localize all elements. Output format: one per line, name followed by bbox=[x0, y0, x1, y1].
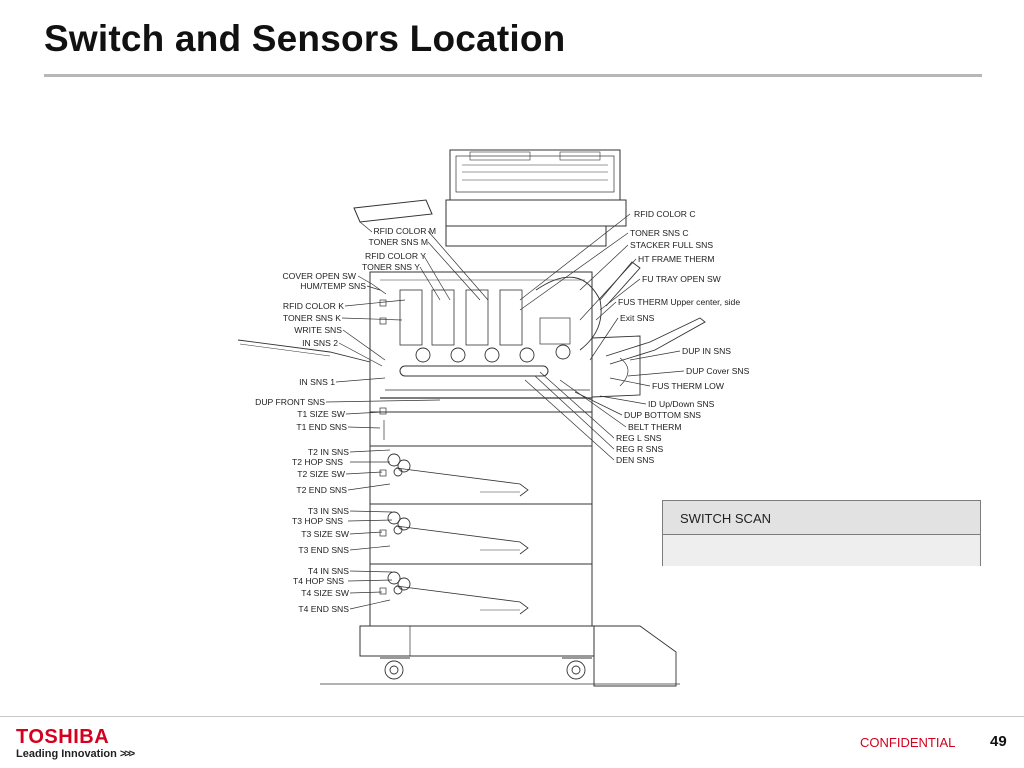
label-t2-hop-sns: T2 HOP SNS bbox=[292, 457, 343, 467]
label-ht-frame-therm: HT FRAME THERM bbox=[638, 254, 715, 264]
label-t4-in-sns: T4 IN SNS bbox=[308, 566, 349, 576]
toshiba-logo: TOSHIBA bbox=[16, 726, 110, 748]
label-toner-sns-m: TONER SNS M bbox=[368, 237, 428, 247]
tray-1 bbox=[369, 411, 593, 447]
label-in-sns-2: IN SNS 2 bbox=[302, 338, 338, 348]
label-dup-front-sns: DUP FRONT SNS bbox=[255, 397, 325, 407]
tray-3 bbox=[369, 503, 593, 565]
label-t3-end-sns: T3 END SNS bbox=[298, 545, 349, 555]
label-id-up-down-sns: ID Up/Down SNS bbox=[648, 399, 715, 409]
label-t2-in-sns: T2 IN SNS bbox=[308, 447, 349, 457]
label-reg-l-sns: REG L SNS bbox=[616, 433, 662, 443]
label-reg-r-sns: REG R SNS bbox=[616, 444, 664, 454]
label-dup-bottom-sns: DUP BOTTOM SNS bbox=[624, 410, 701, 420]
adf-unit bbox=[449, 149, 621, 201]
tray-2 bbox=[369, 445, 593, 505]
switch-scan-header: SWITCH SCAN bbox=[663, 501, 980, 535]
transfer-belt bbox=[399, 365, 549, 377]
label-fus-therm-upper: FUS THERM Upper center, side bbox=[618, 297, 740, 307]
left-tray-arm bbox=[237, 339, 371, 363]
duplex-unit bbox=[591, 335, 641, 398]
leader-lines bbox=[325, 213, 685, 610]
label-rfid-color-m: RFID COLOR M bbox=[373, 226, 436, 236]
scanner-body bbox=[445, 225, 607, 247]
label-stacker-full-sns: STACKER FULL SNS bbox=[630, 240, 713, 250]
label-t3-in-sns: T3 IN SNS bbox=[308, 506, 349, 516]
tagline-arrows-icon: >>> bbox=[119, 748, 135, 760]
label-dup-in-sns: DUP IN SNS bbox=[682, 346, 731, 356]
base-stand bbox=[359, 625, 595, 657]
sensor-labels-left: RFID COLOR M TONER SNS M RFID COLOR Y TO… bbox=[255, 226, 436, 614]
switch-scan-table: SWITCH SCAN bbox=[662, 500, 981, 566]
label-t4-end-sns: T4 END SNS bbox=[298, 604, 349, 614]
printer-body bbox=[369, 271, 593, 413]
label-cover-open-sw: COVER OPEN SW bbox=[282, 271, 356, 281]
label-hum-temp-sns: HUM/TEMP SNS bbox=[300, 281, 366, 291]
label-t2-size-sw: T2 SIZE SW bbox=[297, 469, 346, 479]
label-t3-size-sw: T3 SIZE SW bbox=[301, 529, 350, 539]
label-t3-hop-sns: T3 HOP SNS bbox=[292, 516, 343, 526]
label-t4-hop-sns: T4 HOP SNS bbox=[293, 576, 344, 586]
label-fu-tray-open-sw: FU TRAY OPEN SW bbox=[642, 274, 722, 284]
casters bbox=[320, 657, 680, 685]
sensor-labels-right: RFID COLOR C TONER SNS C STACKER FULL SN… bbox=[616, 209, 750, 465]
label-t4-size-sw: T4 SIZE SW bbox=[301, 588, 350, 598]
printer-diagram: RFID COLOR M TONER SNS M RFID COLOR Y TO… bbox=[237, 149, 750, 687]
tagline-text: Leading Innovation bbox=[16, 748, 117, 760]
label-in-sns-1: IN SNS 1 bbox=[299, 377, 335, 387]
machine-drawing bbox=[237, 149, 706, 687]
stand-side bbox=[593, 625, 677, 687]
label-belt-therm: BELT THERM bbox=[628, 422, 681, 432]
label-t2-end-sns: T2 END SNS bbox=[296, 485, 347, 495]
label-den-sns: DEN SNS bbox=[616, 455, 654, 465]
fuser-unit bbox=[535, 276, 602, 351]
label-rfid-color-k: RFID COLOR K bbox=[283, 301, 344, 311]
label-toner-sns-y: TONER SNS Y bbox=[362, 262, 420, 272]
label-rfid-color-c: RFID COLOR C bbox=[634, 209, 696, 219]
toner-cartridges bbox=[399, 289, 523, 346]
drum-units bbox=[415, 344, 571, 363]
label-fus-therm-low: FUS THERM LOW bbox=[652, 381, 725, 391]
confidential-label: CONFIDENTIAL bbox=[860, 735, 956, 750]
footer-divider bbox=[0, 716, 1024, 717]
title-divider bbox=[44, 74, 982, 77]
label-t1-end-sns: T1 END SNS bbox=[296, 422, 347, 432]
slide-title: Switch and Sensors Location bbox=[44, 18, 566, 59]
switch-scan-body bbox=[663, 535, 980, 566]
control-panel bbox=[353, 199, 433, 223]
label-rfid-color-y: RFID COLOR Y bbox=[365, 251, 426, 261]
label-toner-sns-k: TONER SNS K bbox=[283, 313, 341, 323]
tray-4 bbox=[369, 563, 593, 627]
page-number: 49 bbox=[990, 733, 1007, 750]
label-write-sns: WRITE SNS bbox=[294, 325, 342, 335]
bypass-tray bbox=[605, 317, 706, 365]
label-toner-sns-c: TONER SNS C bbox=[630, 228, 689, 238]
label-exit-sns: Exit SNS bbox=[620, 313, 655, 323]
tagline: Leading Innovation >>> bbox=[16, 748, 135, 760]
label-t1-size-sw: T1 SIZE SW bbox=[297, 409, 346, 419]
label-dup-cover-sns: DUP Cover SNS bbox=[686, 366, 750, 376]
